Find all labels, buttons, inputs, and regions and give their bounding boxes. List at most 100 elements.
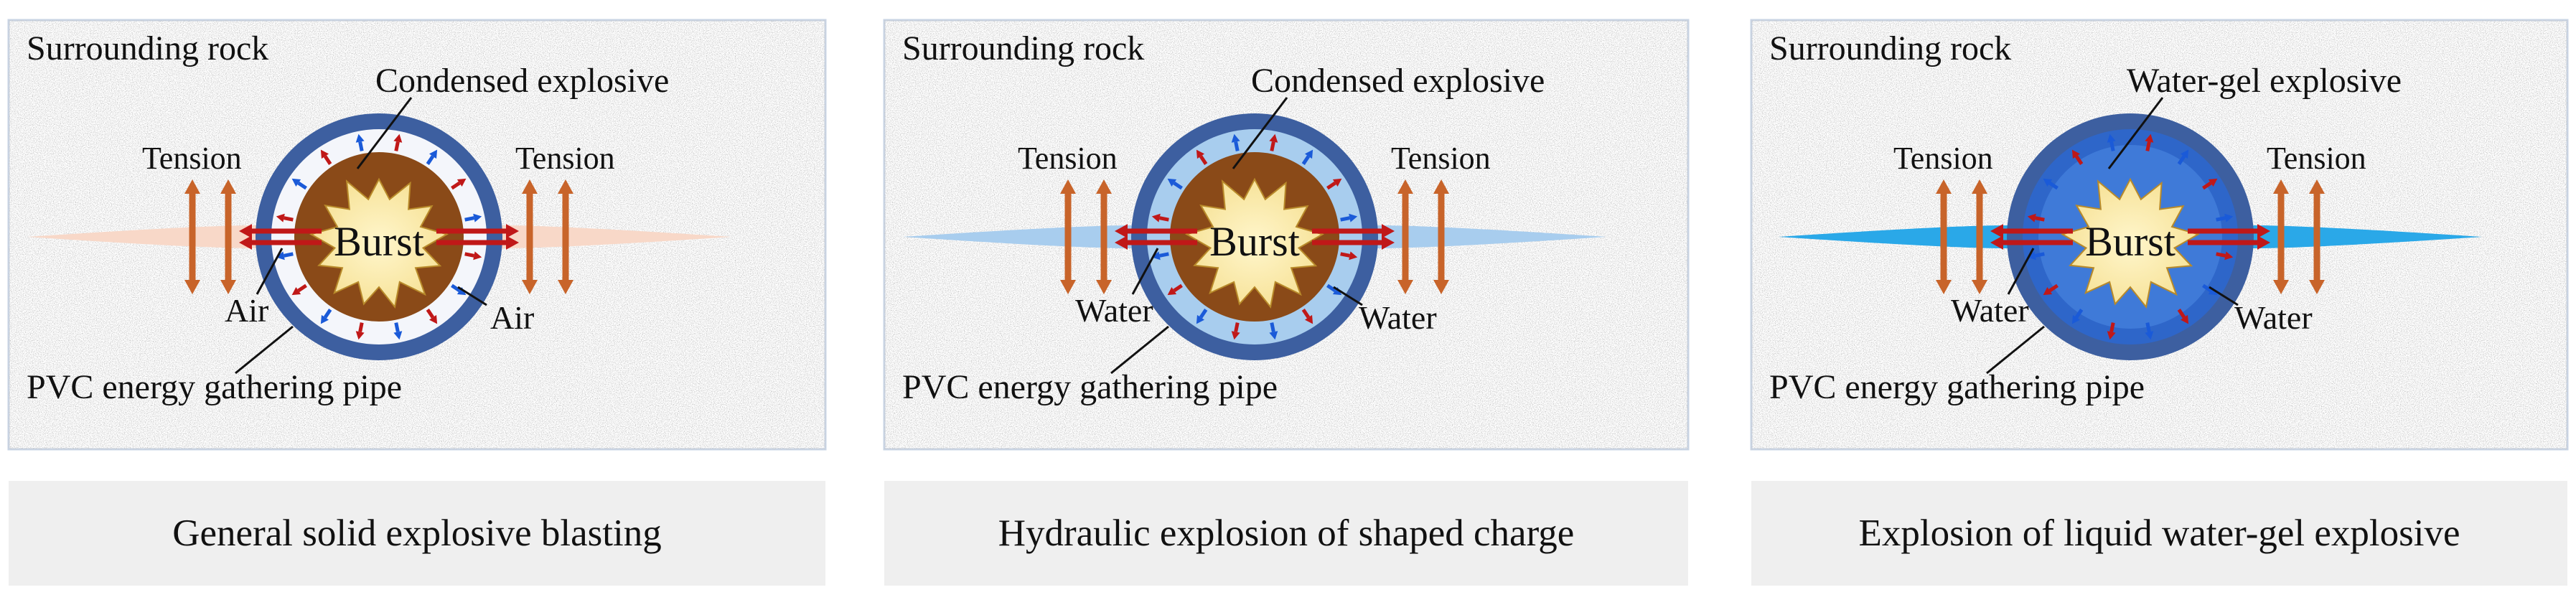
arrow-head [2257,224,2270,238]
arrow-up [1936,179,1952,237]
arrow-head [1936,280,1952,294]
arrow-shaft [2109,141,2115,151]
leader-medium-left [256,248,284,295]
arrow-shaft [297,181,307,190]
radial-arrow [2027,251,2045,261]
arrow-head [2071,314,2081,324]
arrow-head [506,224,519,238]
arrow-head [2309,280,2325,294]
radial-arrows [1151,133,1358,340]
arrow-head [291,286,301,296]
arrow-head [2027,251,2036,261]
arrow-shaft [1340,252,1350,258]
surrounding-rock-label: Surrounding rock [1769,29,2011,67]
arrow-shaft [2177,155,2186,165]
arrow-up [1096,179,1112,237]
arrow-shaft [426,309,435,319]
arrow-head [1397,280,1413,294]
arrow-head [276,213,285,222]
arrow-head [1990,224,2003,238]
arrow-shaft [2048,283,2059,293]
arrow-up [522,179,538,237]
radial-arrow [464,213,482,222]
arrow-head [393,133,403,143]
arrow-down [1936,237,1952,294]
arrow-shaft [284,252,294,258]
arrow-shaft [284,216,294,222]
arrow-head [1382,224,1395,238]
arrow-up [1060,179,1076,237]
radial-arrow [393,133,403,151]
radial-arrow [291,178,307,190]
arrow-head [355,133,365,143]
arrow-head [522,280,538,294]
radial-arrow [1340,213,1358,222]
arrow-head [473,213,482,222]
arrow-head [1167,178,1177,187]
arrow-head [1096,179,1112,194]
arrow-shaft [2145,322,2151,332]
arrow-head [2180,314,2189,324]
tension-arrow [220,179,236,294]
arrow-up [1397,179,1413,237]
arrow-head [1332,286,1342,296]
arrow-head [1196,149,1205,159]
arrow-up [220,179,236,237]
arrow-up [1433,179,1449,237]
arrow-shaft [323,155,332,165]
arrow-shaft [394,141,400,151]
jet-arrow-right [1312,224,1395,250]
radial-arrow [2202,283,2218,296]
radial-arrow [2107,322,2116,340]
arrow-head [1269,133,1278,143]
arrow-shaft [2202,181,2212,190]
arrow-shaft [1270,141,1275,151]
arrow-head [239,235,252,250]
arrow-head [2273,280,2289,294]
radial-arrow [1167,283,1183,296]
arrow-head [1196,314,1205,324]
radial-arrow [2027,213,2045,222]
arrow-head [2043,286,2053,296]
arrow-head [2180,149,2189,159]
radial-arrow [320,149,332,165]
radial-arrow [2071,149,2084,165]
medium-label-left: Air [225,292,268,329]
radial-arrow [355,133,365,151]
explosive-label: Condensed explosive [375,62,669,100]
arrow-head [2107,133,2116,143]
arrow-shaft [2035,216,2045,222]
leader-medium-left [1131,248,1159,295]
radial-arrow [2202,178,2218,190]
radial-arrow [2071,309,2084,324]
arrow-shaft [2048,181,2059,190]
arrow-head [1972,280,1987,294]
arrow-head [1151,251,1161,261]
radial-arrow [2177,309,2189,324]
arrow-head [2224,251,2234,261]
arrow-head [1990,235,2003,250]
tension-label-left: Tension [1893,141,1993,176]
radial-arrows [2027,133,2234,340]
leader-medium-right [457,286,487,306]
radial-arrow [451,283,467,296]
arrow-down [2273,237,2289,294]
tension-label-left: Tension [1018,141,1118,176]
jet-arrow [239,235,322,250]
arrow-shaft [1234,141,1240,151]
jet-arrow [239,224,322,238]
radial-arrow [426,309,438,324]
radial-arrow [2107,133,2116,151]
caption-hydraulic: Hydraulic explosion of shaped charge [884,481,1688,586]
radial-arrow [276,251,294,261]
arrow-head [2145,133,2154,143]
jet-arrow [2188,235,2270,250]
medium-label-right: Water [2234,299,2313,336]
arrow-head [276,251,285,261]
tension-arrow [1060,179,1076,294]
arrow-head [456,178,467,187]
arrow-up [2273,179,2289,237]
arrow-head [1433,280,1449,294]
tension-label-right: Tension [2267,141,2366,176]
